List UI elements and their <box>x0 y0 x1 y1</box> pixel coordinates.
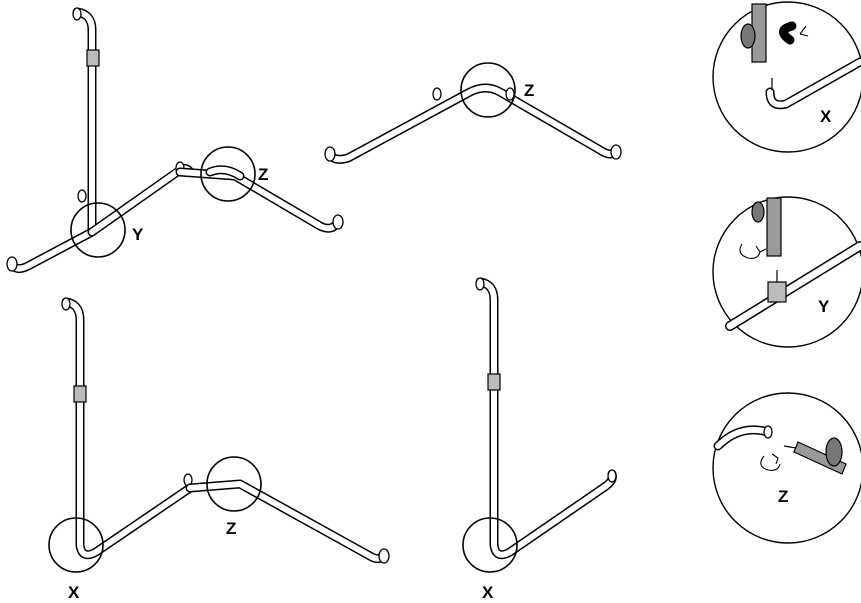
wall-flange-icon <box>740 23 756 49</box>
wall-flange-icon <box>607 469 617 483</box>
detail-z: Z <box>712 392 861 544</box>
rotate-arrow-icon <box>739 243 767 259</box>
screw-pin-icon <box>783 445 797 449</box>
wall-rod-icon <box>766 197 782 257</box>
label-z: Z <box>226 519 236 538</box>
detail-circle-z <box>206 456 262 512</box>
label-z: Z <box>258 165 268 184</box>
rotate-arrow-icon <box>799 25 809 37</box>
detail-y: Y <box>712 196 861 348</box>
label-x: X <box>68 583 80 602</box>
detail-label-y: Y <box>818 297 830 316</box>
shower-clamp-icon <box>73 385 87 403</box>
detail-circle-z <box>460 62 516 118</box>
rotate-arrow-icon <box>760 453 781 471</box>
wall-flange-icon <box>324 146 336 162</box>
shower-clamp-icon <box>487 373 501 391</box>
detail-label-x: X <box>820 107 832 126</box>
detail-circle-x <box>462 517 518 573</box>
detail-x: X <box>712 1 861 153</box>
label-x: X <box>482 583 494 602</box>
detail-circle-z <box>200 146 256 202</box>
wall-flange-icon <box>825 437 843 467</box>
wall-flange-icon <box>61 297 71 311</box>
wall-flange-icon <box>77 189 87 203</box>
label-z: Z <box>524 81 534 100</box>
shower-clamp-icon <box>86 49 100 67</box>
assembly-bottom-left: Z X <box>48 297 390 602</box>
t-connector-icon <box>767 281 787 303</box>
wall-flange-icon <box>610 144 622 160</box>
wall-flange-icon <box>378 548 390 564</box>
assembly-top-center: Z <box>324 62 622 164</box>
detail-circle-x <box>48 517 104 573</box>
detail-circle-y <box>70 202 126 258</box>
detail-label-z: Z <box>778 487 788 506</box>
tube-end-icon <box>763 425 773 439</box>
wall-flange-icon <box>751 201 765 223</box>
wall-flange-icon <box>505 87 515 101</box>
wall-flange-icon <box>6 256 18 272</box>
assembly-top-left: Z Y <box>6 7 344 274</box>
label-y: Y <box>132 225 144 244</box>
wall-flange-icon <box>332 214 344 230</box>
wall-flange-icon <box>475 277 485 291</box>
wall-flange-icon <box>72 7 82 21</box>
assembly-bottom-center: X <box>462 277 617 602</box>
wall-flange-icon <box>432 87 442 101</box>
